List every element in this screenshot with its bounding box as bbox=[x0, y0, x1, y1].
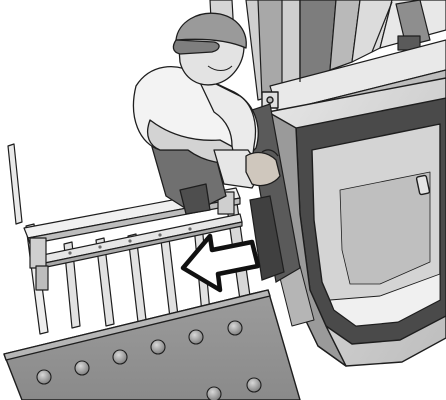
base-plate bbox=[4, 290, 300, 400]
